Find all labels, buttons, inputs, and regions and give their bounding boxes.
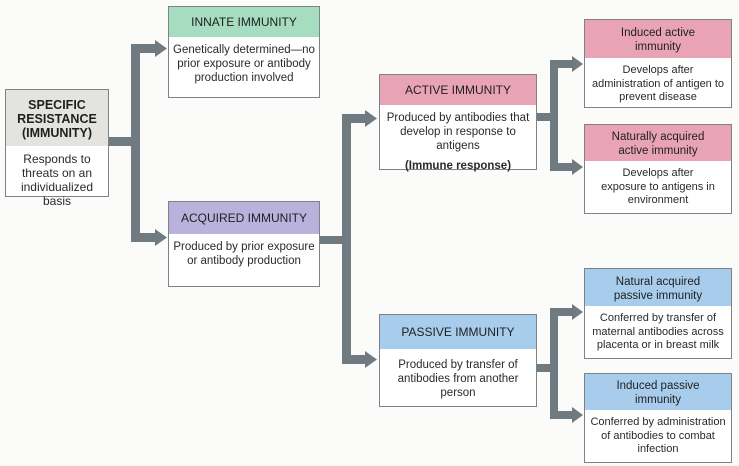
connector-passive-stem	[537, 364, 557, 372]
induced-passive-immunity-title: Induced passive immunity	[585, 374, 731, 410]
arrow-to-acquired	[155, 229, 167, 246]
acquired-immunity-description: Produced by prior exposure or antibody p…	[173, 241, 315, 267]
connector-active-spine	[550, 60, 558, 171]
connector-passive-spine	[550, 308, 558, 419]
active-immunity-body: Produced by antibodies that develop in r…	[380, 105, 536, 177]
induced-passive-immunity-description: Conferred by administration of antibodie…	[590, 416, 726, 455]
innate-immunity-description: Genetically determined—no prior exposure…	[173, 44, 315, 84]
arrow-to-induced-passive	[572, 407, 583, 423]
acquired-immunity-box: ACQUIRED IMMUNITY Produced by prior expo…	[168, 201, 320, 287]
connector-innate-branch	[131, 44, 157, 53]
induced-active-immunity-box: Induced active immunity Develops after a…	[584, 19, 732, 108]
connector-natural-active-branch	[550, 163, 574, 171]
induced-passive-immunity-box: Induced passive immunity Conferred by ad…	[584, 373, 732, 463]
connector-natural-passive-branch	[550, 308, 574, 316]
arrow-to-natural-passive	[572, 304, 583, 320]
natural-active-immunity-title: Naturally acquired active immunity	[585, 125, 731, 161]
connector-acquired-branch	[131, 233, 157, 242]
arrow-to-active	[365, 110, 377, 127]
induced-active-immunity-title: Induced active immunity	[585, 20, 731, 58]
connector-root-spine	[131, 44, 140, 242]
induced-active-immunity-description: Develops after administration of antigen…	[591, 64, 725, 103]
natural-active-immunity-description: Develops after exposure to antigens in e…	[601, 167, 715, 206]
innate-immunity-box: INNATE IMMUNITY Genetically determined—n…	[168, 6, 320, 98]
natural-active-immunity-box: Naturally acquired active immunity Devel…	[584, 124, 732, 214]
passive-immunity-description: Produced by transfer of antibodies from …	[397, 359, 519, 399]
connector-active-stem	[537, 113, 557, 121]
specific-resistance-description: Responds to threats on an individualized…	[20, 152, 94, 208]
arrow-to-passive	[365, 351, 377, 368]
connector-root-stem	[108, 137, 140, 146]
connector-passive-branch	[342, 355, 368, 364]
natural-passive-immunity-description: Conferred by transfer of maternal antibo…	[592, 312, 724, 351]
connector-acquired-spine	[342, 114, 351, 364]
active-immunity-description: Produced by antibodies that develop in r…	[386, 112, 530, 152]
natural-passive-immunity-box: Natural acquired passive immunity Confer…	[584, 268, 732, 359]
passive-immunity-title: PASSIVE IMMUNITY	[380, 315, 536, 349]
innate-immunity-title: INNATE IMMUNITY	[169, 7, 319, 37]
specific-resistance-box: SPECIFIC RESISTANCE (IMMUNITY) Responds …	[5, 89, 109, 208]
connector-induced-active-branch	[550, 60, 574, 68]
connector-active-branch	[342, 114, 368, 123]
active-immunity-box: ACTIVE IMMUNITY Produced by antibodies t…	[379, 74, 537, 172]
specific-resistance-title: SPECIFIC RESISTANCE (IMMUNITY)	[6, 90, 108, 146]
natural-passive-immunity-title: Natural acquired passive immunity	[585, 269, 731, 306]
connector-acquired-stem	[318, 236, 346, 244]
connector-induced-passive-branch	[550, 411, 574, 419]
arrow-to-innate	[155, 40, 167, 57]
immune-response-note: (Immune response)	[404, 160, 512, 172]
passive-immunity-box: PASSIVE IMMUNITY Produced by transfer of…	[379, 314, 537, 407]
active-immunity-title: ACTIVE IMMUNITY	[380, 75, 536, 105]
arrow-to-induced-active	[572, 56, 583, 72]
acquired-immunity-title: ACQUIRED IMMUNITY	[169, 202, 319, 234]
arrow-to-natural-active	[572, 159, 583, 175]
